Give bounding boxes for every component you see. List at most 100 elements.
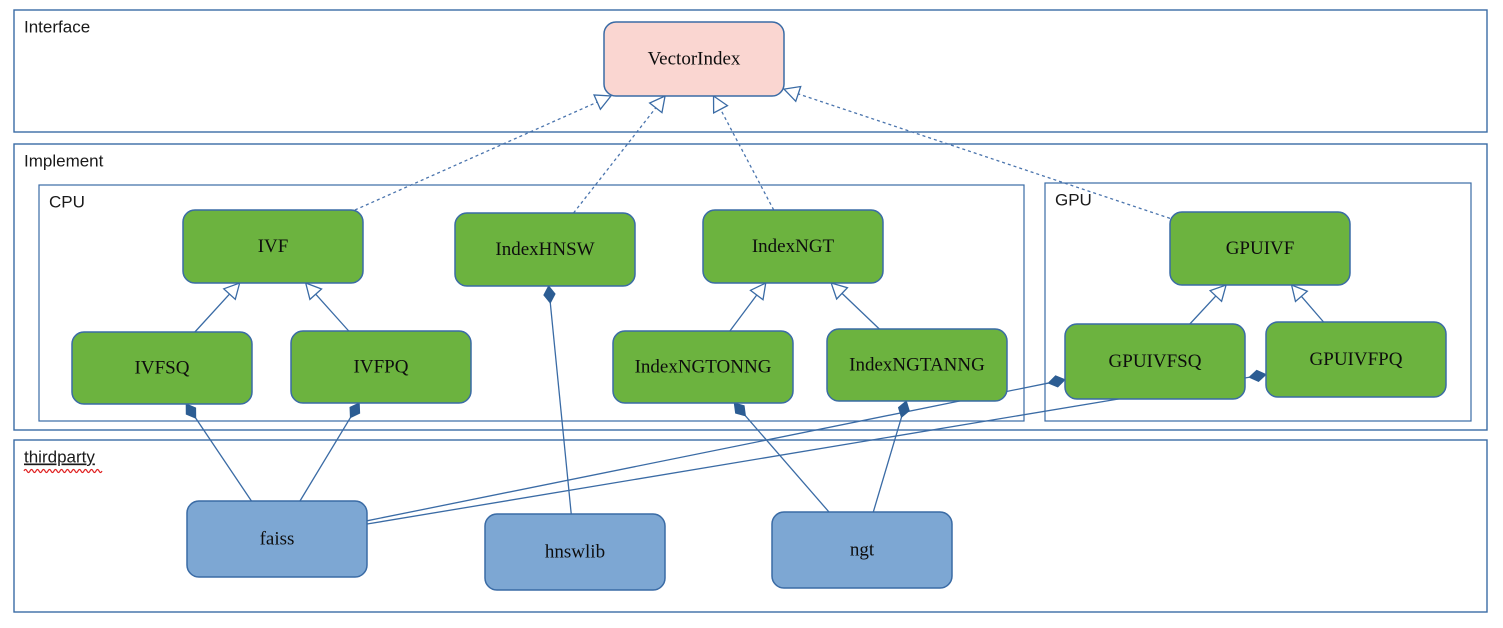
edge-head-hollow-triangle-indexngt-vectorindex bbox=[712, 94, 729, 114]
edge-head-filled-diamond-ngt-indexngtanng bbox=[897, 400, 910, 419]
edge-faiss-to-gpuivfsq bbox=[366, 375, 1066, 522]
edge-head-hollow-triangle-ivfpq-ivf bbox=[304, 281, 323, 301]
node-box-gpuivfpq[interactable] bbox=[1265, 321, 1447, 398]
edge-line-gpuivfpq-gpuivf bbox=[1300, 295, 1325, 323]
edge-head-hollow-triangle-gpuivf-vectorindex bbox=[782, 85, 802, 103]
edge-head-hollow-triangle-ivf-vectorindex bbox=[593, 94, 613, 111]
edge-line-indexngtanng-indexngt bbox=[841, 292, 880, 330]
spellcheck-underline-thirdparty bbox=[23, 468, 103, 474]
edge-faiss-to-ivfsq bbox=[185, 403, 252, 502]
node-label-indexngt: IndexNGT bbox=[752, 236, 835, 257]
edge-ivfsq-to-ivf bbox=[194, 281, 241, 333]
edge-line-ivf-vectorindex bbox=[354, 101, 598, 211]
edge-line-hnswlib-indexhnsw bbox=[549, 302, 572, 515]
node-label-hnswlib: hnswlib bbox=[545, 541, 605, 562]
node-label-ngt: ngt bbox=[850, 539, 875, 560]
edge-ivf-to-vectorindex bbox=[354, 94, 613, 211]
container-frame-cpu bbox=[38, 184, 1025, 422]
edge-line-faiss-gpuivfsq bbox=[366, 382, 1049, 522]
edge-faiss-to-ivfpq bbox=[299, 402, 361, 502]
container-thirdparty: thirdparty bbox=[13, 439, 1488, 613]
node-label-indexngtanng: IndexNGTANNG bbox=[849, 354, 985, 375]
container-gpu: GPU bbox=[1044, 182, 1472, 422]
container-label-implement: Implement bbox=[24, 151, 104, 170]
node-label-vectorindex: VectorIndex bbox=[648, 48, 741, 69]
node-box-ngt[interactable] bbox=[771, 511, 953, 589]
node-box-hnswlib[interactable] bbox=[484, 513, 666, 591]
node-label-gpuivf: GPUIVF bbox=[1226, 238, 1295, 259]
container-cpu: CPU bbox=[38, 184, 1025, 422]
edge-indexhnsw-to-vectorindex bbox=[573, 94, 666, 214]
node-ivfsq[interactable]: IVFSQ bbox=[71, 331, 253, 405]
node-gpuivfpq[interactable]: GPUIVFPQ bbox=[1265, 321, 1447, 398]
edge-line-gpuivf-vectorindex bbox=[798, 93, 1171, 219]
node-box-indexhnsw[interactable] bbox=[454, 212, 636, 287]
node-box-gpuivf[interactable] bbox=[1169, 211, 1351, 286]
node-box-indexngtonng[interactable] bbox=[612, 330, 794, 404]
node-label-ivfsq: IVFSQ bbox=[135, 357, 190, 378]
node-faiss[interactable]: faiss bbox=[186, 500, 368, 578]
edge-head-filled-diamond-faiss-ivfpq bbox=[349, 402, 361, 419]
edge-line-faiss-ivfsq bbox=[195, 417, 252, 502]
node-box-ivf[interactable] bbox=[182, 209, 364, 284]
edge-head-hollow-triangle-gpuivfsq-gpuivf bbox=[1208, 283, 1228, 303]
edge-indexngt-to-vectorindex bbox=[712, 94, 775, 211]
node-label-gpuivfpq: GPUIVFPQ bbox=[1310, 349, 1403, 370]
edge-line-indexhnsw-vectorindex bbox=[573, 107, 657, 214]
edge-ngt-to-indexngtanng bbox=[872, 400, 910, 513]
edge-head-filled-diamond-faiss-gpuivfsq bbox=[1047, 375, 1066, 388]
edge-line-gpuivfsq-gpuivf bbox=[1189, 295, 1217, 325]
node-box-gpuivfsq[interactable] bbox=[1064, 323, 1246, 400]
edge-gpuivf-to-vectorindex bbox=[782, 85, 1171, 219]
node-ivfpq[interactable]: IVFPQ bbox=[290, 330, 472, 404]
edge-indexngtonng-to-indexngt bbox=[729, 281, 767, 332]
edge-line-faiss-gpuivfpq bbox=[366, 376, 1250, 525]
edge-head-hollow-triangle-indexngtonng-indexngt bbox=[749, 281, 767, 301]
edge-line-ivfpq-ivf bbox=[315, 293, 350, 332]
edge-hnswlib-to-indexhnsw bbox=[543, 285, 572, 515]
edge-line-ngt-indexngtonng bbox=[744, 415, 830, 513]
edge-gpuivfsq-to-gpuivf bbox=[1189, 283, 1228, 325]
node-indexngt[interactable]: IndexNGT bbox=[702, 209, 884, 284]
node-ivf[interactable]: IVF bbox=[182, 209, 364, 284]
edge-ngt-to-indexngtonng bbox=[733, 402, 830, 513]
edge-line-indexngt-vectorindex bbox=[719, 108, 775, 211]
edge-head-hollow-triangle-indexngtanng-indexngt bbox=[830, 282, 849, 301]
node-box-indexngtanng[interactable] bbox=[826, 328, 1008, 402]
container-label-interface: Interface bbox=[24, 17, 90, 36]
edge-head-filled-diamond-faiss-ivfsq bbox=[185, 403, 197, 419]
node-gpuivfsq[interactable]: GPUIVFSQ bbox=[1064, 323, 1246, 400]
node-label-faiss: faiss bbox=[260, 528, 295, 549]
container-frame-thirdparty bbox=[13, 439, 1488, 613]
edge-head-filled-diamond-faiss-gpuivfpq bbox=[1248, 369, 1267, 382]
node-vectorindex[interactable]: VectorIndex bbox=[603, 21, 785, 97]
node-box-ivfsq[interactable] bbox=[71, 331, 253, 405]
edge-head-hollow-triangle-gpuivfpq-gpuivf bbox=[1290, 283, 1309, 303]
edge-gpuivfpq-to-gpuivf bbox=[1290, 283, 1325, 323]
edge-line-indexngtonng-indexngt bbox=[729, 294, 758, 332]
node-box-vectorindex[interactable] bbox=[603, 21, 785, 97]
node-ngt[interactable]: ngt bbox=[771, 511, 953, 589]
edge-head-filled-diamond-hnswlib-indexhnsw bbox=[543, 285, 556, 304]
edge-faiss-to-gpuivfpq bbox=[366, 369, 1267, 525]
node-label-ivf: IVF bbox=[258, 236, 289, 257]
edge-line-ivfsq-ivf bbox=[194, 293, 231, 333]
edges-layer bbox=[185, 85, 1325, 525]
container-frame-gpu bbox=[1044, 182, 1472, 422]
node-box-ivfpq[interactable] bbox=[290, 330, 472, 404]
node-label-ivfpq: IVFPQ bbox=[354, 356, 409, 377]
node-gpuivf[interactable]: GPUIVF bbox=[1169, 211, 1351, 286]
node-hnswlib[interactable]: hnswlib bbox=[484, 513, 666, 591]
node-label-indexngtonng: IndexNGTONNG bbox=[635, 356, 772, 377]
node-box-faiss[interactable] bbox=[186, 500, 368, 578]
node-indexngtonng[interactable]: IndexNGTONNG bbox=[612, 330, 794, 404]
node-indexhnsw[interactable]: IndexHNSW bbox=[454, 212, 636, 287]
node-box-indexngt[interactable] bbox=[702, 209, 884, 284]
edge-ivfpq-to-ivf bbox=[304, 281, 350, 332]
edge-line-ngt-indexngtanng bbox=[872, 417, 903, 513]
node-indexngtanng[interactable]: IndexNGTANNG bbox=[826, 328, 1008, 402]
edge-head-filled-diamond-ngt-indexngtonng bbox=[733, 402, 747, 417]
container-label-gpu: GPU bbox=[1055, 190, 1092, 209]
